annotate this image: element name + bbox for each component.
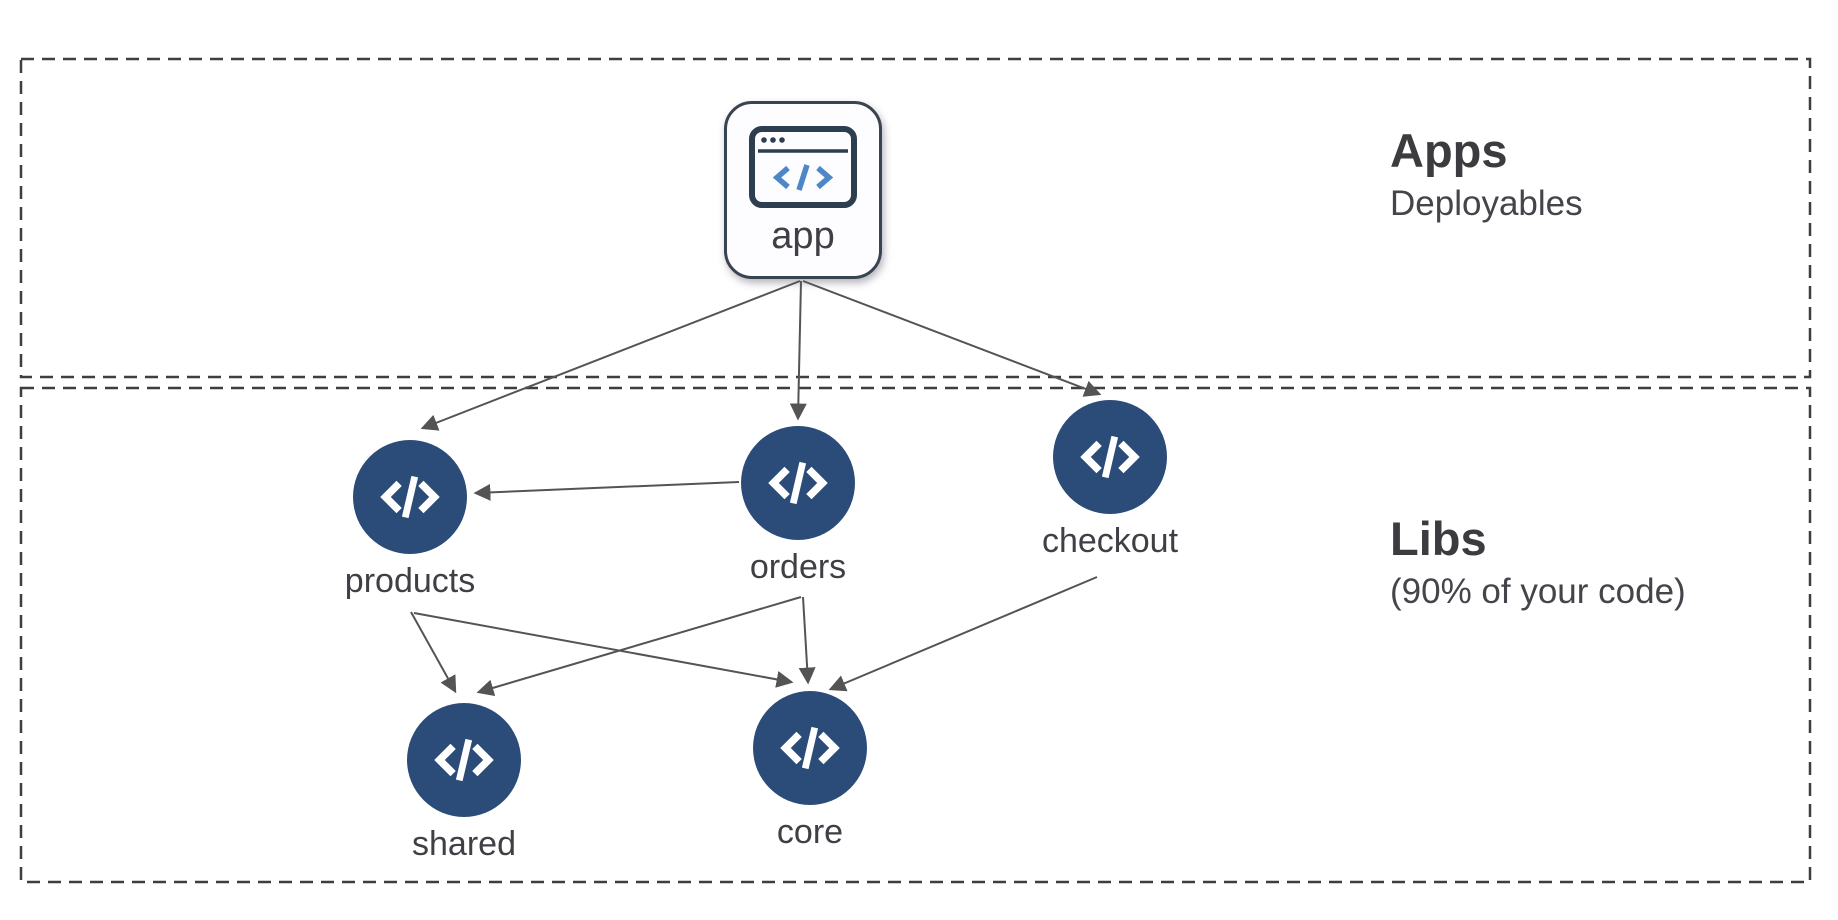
browser-code-icon — [749, 126, 857, 208]
node-core: core — [710, 691, 910, 849]
node-checkout-label: checkout — [1041, 522, 1179, 560]
node-orders-label: orders — [749, 548, 847, 586]
code-icon — [741, 426, 855, 540]
apps-section-border — [19, 57, 1812, 379]
edge-app-checkout — [802, 280, 1102, 397]
node-products-label: products — [344, 562, 476, 600]
edge-orders-core — [798, 596, 816, 685]
libs-section-title: Libs — [1390, 512, 1487, 565]
node-products: products — [310, 440, 510, 598]
node-app-label: app — [771, 215, 835, 257]
edge-app-products — [420, 280, 801, 431]
node-orders: orders — [698, 426, 898, 584]
apps-section-subtitle: Deployables — [1390, 184, 1583, 224]
code-icon — [753, 691, 867, 805]
edge-app-orders — [789, 280, 807, 421]
node-checkout: checkout — [1010, 400, 1210, 558]
libs-section-subtitle: (90% of your code) — [1390, 572, 1686, 612]
code-icon — [353, 440, 467, 554]
edge-products-shared — [410, 611, 457, 694]
edge-products-core — [413, 612, 794, 688]
node-core-label: core — [776, 813, 844, 851]
code-icon — [1053, 400, 1167, 514]
node-app: app — [724, 101, 882, 279]
apps-section-label: Apps Deployables — [1390, 124, 1583, 224]
edge-orders-shared — [476, 596, 802, 697]
node-shared: shared — [364, 703, 564, 861]
code-icon — [407, 703, 521, 817]
node-shared-label: shared — [412, 825, 516, 863]
edge-checkout-core — [828, 576, 1098, 692]
edge-orders-products — [473, 481, 740, 501]
dependency-edges — [410, 280, 1102, 697]
libs-section-border — [19, 386, 1812, 884]
apps-section-title: Apps — [1390, 124, 1508, 177]
libs-section-label: Libs (90% of your code) — [1390, 512, 1686, 612]
